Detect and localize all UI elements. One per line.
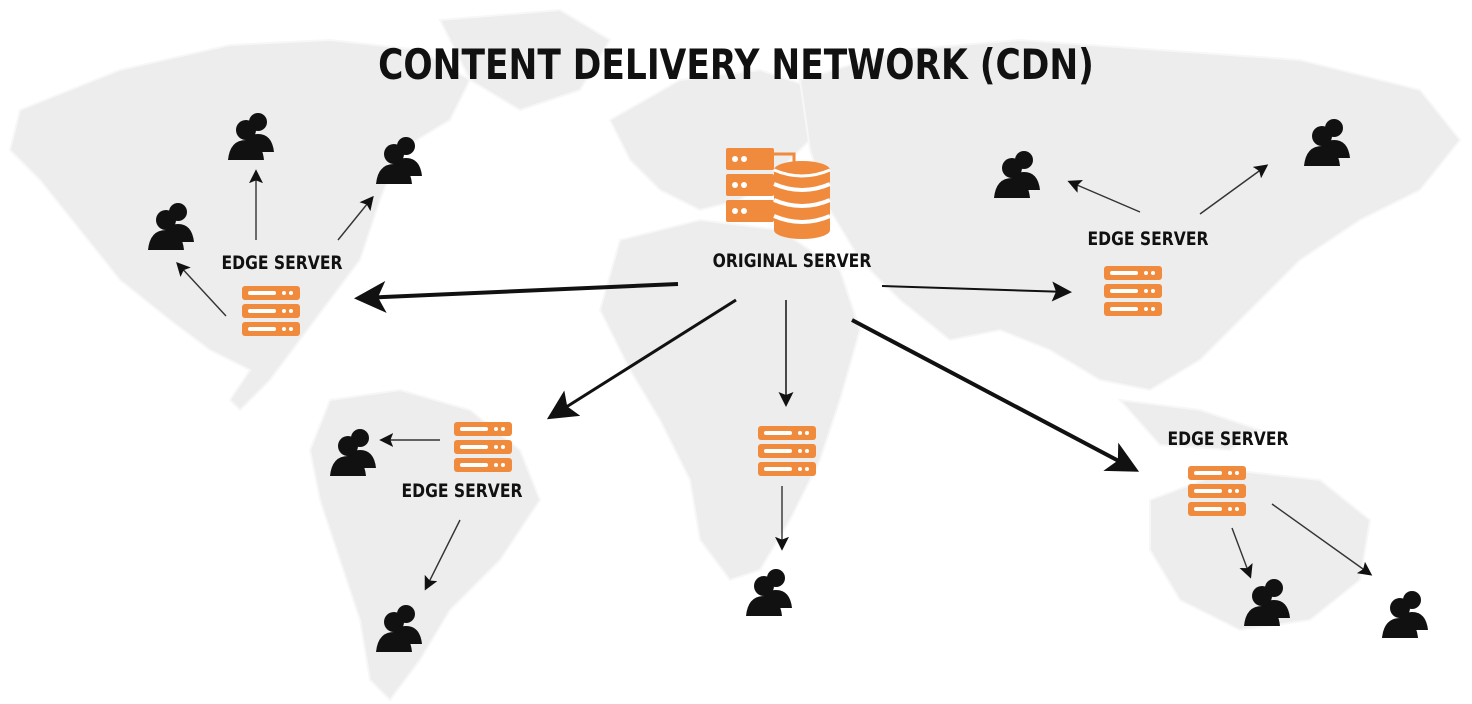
user-group-na-left bbox=[146, 200, 198, 256]
user-group-na-right bbox=[374, 134, 426, 190]
edge-server-north-america bbox=[242, 286, 300, 340]
arrow-asia-to-users-left bbox=[1067, 179, 1141, 213]
edge-server-rack-icon bbox=[454, 422, 512, 472]
arrow-origin-to-na bbox=[354, 280, 679, 313]
arrow-au-to-users-right bbox=[1271, 503, 1373, 576]
user-group-icon bbox=[330, 429, 376, 476]
edge-server-rack-icon bbox=[1104, 266, 1162, 316]
arrow-origin-to-asia bbox=[881, 281, 1072, 302]
user-group-icon bbox=[746, 569, 792, 616]
arrow-sa-to-users-bottom bbox=[424, 519, 461, 591]
arrow-origin-to-au bbox=[851, 318, 1140, 472]
arrow-asia-to-users-right bbox=[1199, 164, 1269, 215]
user-group-icon bbox=[994, 151, 1040, 198]
edge-server-rack-icon bbox=[1188, 466, 1246, 516]
edge-server-asia-label: EDGE SERVER bbox=[1087, 228, 1209, 250]
user-group-sa-left bbox=[328, 426, 380, 482]
arrow-na-to-users-left bbox=[176, 261, 227, 317]
user-group-icon bbox=[148, 203, 194, 250]
edge-server-rack-icon bbox=[242, 286, 300, 336]
edge-server-sa-label: EDGE SERVER bbox=[401, 480, 523, 502]
origin-server-database-icon bbox=[726, 148, 831, 239]
user-group-icon bbox=[376, 605, 422, 652]
user-group-icon bbox=[1244, 579, 1290, 626]
user-group-asia-left bbox=[992, 148, 1044, 204]
edge-server-africa bbox=[758, 426, 816, 480]
user-group-asia-right bbox=[1302, 116, 1354, 172]
user-group-au-right bbox=[1380, 588, 1432, 644]
edge-server-au-label: EDGE SERVER bbox=[1167, 428, 1289, 450]
arrow-au-to-users-left bbox=[1231, 527, 1253, 579]
user-group-icon bbox=[228, 113, 274, 160]
user-group-icon bbox=[1382, 591, 1428, 638]
edge-server-rack-icon bbox=[758, 426, 816, 476]
page-title: CONTENT DELIVERY NETWORK (CDN) bbox=[378, 40, 1094, 89]
edge-server-australia bbox=[1188, 466, 1246, 520]
user-group-sa-bottom bbox=[374, 602, 426, 658]
user-group-au-left bbox=[1242, 576, 1294, 632]
edge-server-asia bbox=[1104, 266, 1162, 320]
edge-server-south-america bbox=[454, 422, 512, 476]
user-group-icon bbox=[376, 137, 422, 184]
user-group-africa bbox=[744, 566, 796, 622]
user-group-na-top bbox=[226, 110, 278, 166]
arrow-na-to-users-right bbox=[337, 195, 374, 241]
user-group-icon bbox=[1304, 119, 1350, 166]
origin-server-label: ORIGINAL SERVER bbox=[712, 250, 872, 272]
origin-server bbox=[724, 146, 834, 242]
edge-server-na-label: EDGE SERVER bbox=[221, 252, 343, 274]
arrow-origin-to-sa bbox=[546, 298, 737, 420]
